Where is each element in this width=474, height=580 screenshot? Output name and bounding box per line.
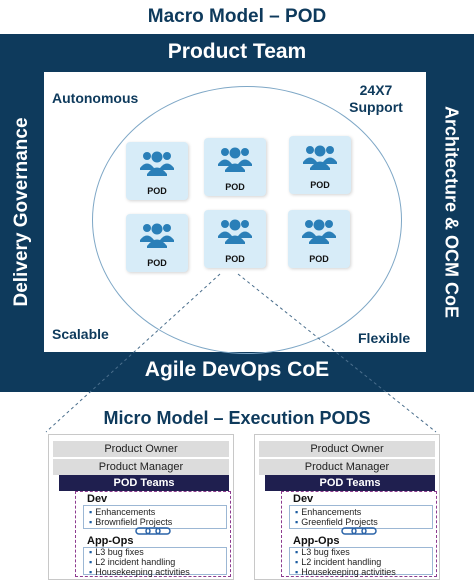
product-owner-bar: Product Owner — [259, 441, 435, 457]
list-item: Enhancements — [89, 507, 155, 517]
list-item: Enhancements — [295, 507, 361, 517]
team-people-icon — [218, 147, 252, 172]
pod-label: POD — [310, 180, 330, 190]
product-manager-bar: Product Manager — [53, 459, 229, 475]
list-item: Brownfield Projects — [89, 517, 172, 527]
execution-pod-card: Product Owner Product Manager POD Teams … — [48, 434, 234, 580]
product-manager-bar: Product Manager — [259, 459, 435, 475]
list-item: L3 bug fixes — [89, 547, 144, 557]
team-people-icon — [302, 219, 336, 244]
list-item: Housekeeping activities — [295, 567, 396, 577]
dev-heading: Dev — [87, 493, 108, 505]
pod-tile: POD — [288, 210, 350, 268]
agile-devops-coe-label: Agile DevOps CoE — [144, 358, 330, 381]
micro-model-title: Micro Model – Execution PODS — [103, 408, 371, 428]
app-ops-heading: App-Ops — [293, 535, 340, 547]
execution-pod-card: Product Owner Product Manager POD Teams … — [254, 434, 440, 580]
pod-label: POD — [147, 186, 167, 196]
list-item: Greenfield Projects — [295, 517, 378, 527]
pod-ellipse — [92, 86, 402, 354]
product-team-label: Product Team — [167, 40, 307, 63]
pod-tile: POD — [126, 214, 188, 272]
link-chain-icon — [135, 527, 171, 535]
support-label-text: 24X7 Support — [349, 82, 403, 115]
autonomous-label: Autonomous — [52, 90, 139, 106]
list-item: L2 incident handling — [89, 557, 175, 567]
pod-teams-bar: POD Teams — [265, 475, 435, 491]
flexible-label: Flexible — [358, 330, 411, 346]
product-owner-bar: Product Owner — [53, 441, 229, 457]
team-people-icon — [140, 223, 174, 248]
pod-tile: POD — [126, 142, 188, 200]
list-item: L2 incident handling — [295, 557, 381, 567]
pod-teams-bar: POD Teams — [59, 475, 229, 491]
pod-label: POD — [309, 254, 329, 264]
pod-tile: POD — [204, 210, 266, 268]
app-ops-heading: App-Ops — [87, 535, 134, 547]
dev-heading: Dev — [293, 493, 314, 505]
macro-model-title: Macro Model – POD — [147, 6, 327, 27]
team-people-icon — [303, 145, 337, 170]
support-label: 24X7 Support — [336, 82, 416, 116]
list-item: L3 bug fixes — [295, 547, 350, 557]
link-chain-icon — [341, 527, 377, 535]
pod-label: POD — [147, 258, 167, 268]
pod-tile: POD — [289, 136, 351, 194]
list-item: Housekeeping activities — [89, 567, 190, 577]
team-people-icon — [218, 219, 252, 244]
scalable-label: Scalable — [52, 326, 109, 342]
pod-label: POD — [225, 182, 245, 192]
team-people-icon — [140, 151, 174, 176]
pod-tile: POD — [204, 138, 266, 196]
pod-label: POD — [225, 254, 245, 264]
